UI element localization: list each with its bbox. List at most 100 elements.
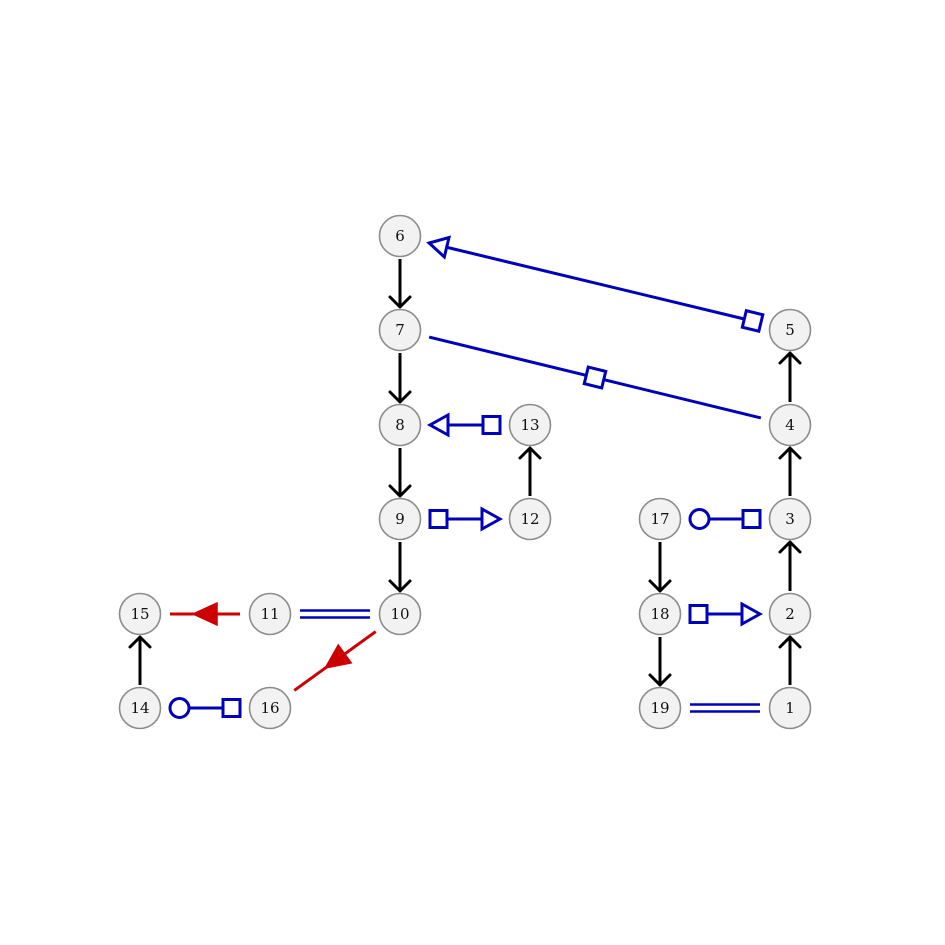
arrowhead: [648, 673, 672, 687]
edge-17-3: [688, 508, 762, 530]
edge-3-4: [778, 446, 802, 496]
arrowhead: [388, 295, 412, 309]
edge-10-16: [293, 630, 377, 692]
edge-1-2: [778, 635, 802, 685]
edge-14-16: [168, 697, 242, 719]
node-label: 16: [260, 699, 279, 717]
node-label: 17: [650, 510, 669, 528]
node-circle: [768, 686, 812, 730]
arrowhead: [778, 351, 802, 365]
node-label: 3: [785, 510, 795, 528]
node-13: 13: [508, 403, 552, 447]
open-triangle-marker: [426, 412, 450, 438]
edges-layer: [128, 235, 802, 719]
node-label: 15: [130, 605, 149, 623]
node-1: 1: [768, 686, 812, 730]
open-triangle-marker: [426, 235, 452, 260]
node-label: 19: [650, 699, 669, 717]
node-4: 4: [768, 403, 812, 447]
node-circle: [768, 592, 812, 636]
square-marker: [481, 415, 502, 435]
node-label: 10: [390, 605, 409, 623]
node-8: 8: [378, 403, 422, 447]
node-label: 9: [395, 510, 405, 528]
edge-8-9: [388, 448, 412, 498]
circle-marker: [168, 697, 191, 719]
node-circle: [768, 403, 812, 447]
arrowhead: [778, 540, 802, 554]
edge-6-7: [388, 259, 412, 309]
edge-7-8: [388, 353, 412, 404]
edge-9-10: [388, 542, 412, 593]
node-9: 9: [378, 497, 422, 541]
node-5: 5: [768, 308, 812, 352]
edge-4-5: [778, 351, 802, 402]
edge-5-6: [426, 235, 765, 334]
node-7: 7: [378, 308, 422, 352]
square-marker: [221, 698, 242, 718]
edge-9-12: [428, 506, 504, 532]
edge-13-8: [426, 412, 502, 438]
node-label: 8: [395, 416, 405, 434]
arrowhead: [388, 484, 412, 498]
node-circle: [378, 592, 422, 636]
node-circle: [768, 497, 812, 541]
node-17: 17: [638, 497, 682, 541]
node-19: 19: [638, 686, 682, 730]
node-circle: [378, 403, 422, 447]
square-marker: [741, 509, 762, 529]
node-label: 12: [520, 510, 539, 528]
node-circle: [638, 497, 682, 541]
node-11: 11: [248, 592, 292, 636]
node-15: 15: [118, 592, 162, 636]
node-16: 16: [248, 686, 292, 730]
filled-triangle-marker: [323, 643, 353, 670]
edge-11-15: [170, 601, 240, 627]
arrowhead: [128, 635, 152, 649]
edge-18-2: [688, 601, 764, 627]
node-circle: [118, 592, 162, 636]
node-12: 12: [508, 497, 552, 541]
node-6: 6: [378, 214, 422, 258]
node-circle: [638, 592, 682, 636]
node-circle: [378, 214, 422, 258]
node-18: 18: [638, 592, 682, 636]
node-label: 13: [520, 416, 539, 434]
node-label: 14: [130, 699, 149, 717]
node-10: 10: [378, 592, 422, 636]
edge-11-10: [300, 609, 370, 619]
node-circle: [508, 403, 552, 447]
node-circle: [248, 592, 292, 636]
edge-2-3: [778, 540, 802, 591]
node-circle: [768, 308, 812, 352]
node-14: 14: [118, 686, 162, 730]
edge-19-1: [690, 703, 760, 713]
square-marker: [428, 509, 449, 529]
node-circle: [248, 686, 292, 730]
circle-marker: [688, 508, 711, 530]
node-circle: [508, 497, 552, 541]
square-marker: [740, 308, 765, 334]
open-triangle-marker: [480, 506, 504, 532]
node-2: 2: [768, 592, 812, 636]
node-circle: [118, 686, 162, 730]
arrowhead: [388, 390, 412, 404]
node-label: 6: [395, 227, 405, 245]
node-label: 2: [785, 605, 795, 623]
arrowhead: [518, 446, 542, 460]
edge-7-4: [428, 335, 762, 420]
open-triangle-marker: [740, 601, 764, 627]
edge-14-15: [128, 635, 152, 685]
square-marker: [582, 365, 608, 390]
node-label: 1: [785, 699, 795, 717]
arrowhead: [648, 579, 672, 593]
edge-17-18: [648, 542, 672, 593]
edge-18-19: [648, 637, 672, 687]
node-label: 7: [395, 321, 405, 339]
node-circle: [638, 686, 682, 730]
node-circle: [378, 308, 422, 352]
arrowhead: [778, 635, 802, 649]
node-circle: [378, 497, 422, 541]
node-label: 5: [785, 321, 795, 339]
